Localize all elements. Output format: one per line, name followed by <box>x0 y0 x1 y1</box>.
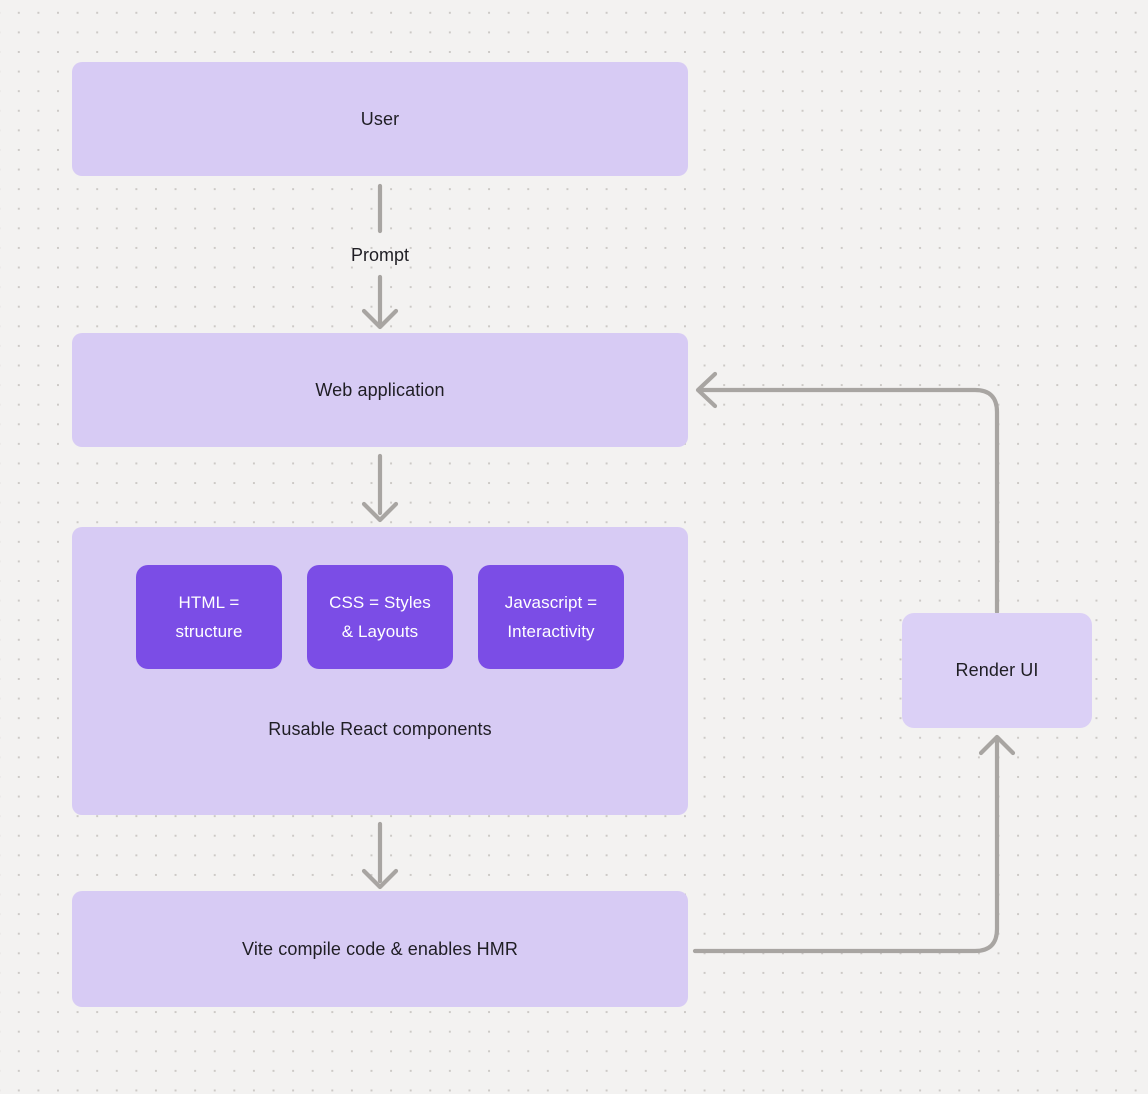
arrowhead-left-icon <box>695 371 718 409</box>
chip-row: HTML = structure CSS = Styles & Layouts … <box>72 565 688 669</box>
edge-render-ui-to-web[interactable] <box>695 371 1000 615</box>
chip-html-label: HTML = structure <box>175 593 243 641</box>
chip-css-label: CSS = Styles & Layouts <box>329 593 431 641</box>
chip-javascript[interactable]: Javascript = Interactivity <box>478 565 624 669</box>
node-web-application[interactable]: Web application <box>72 333 688 447</box>
chip-html[interactable]: HTML = structure <box>136 565 282 669</box>
arrowhead-up-icon <box>978 734 1016 756</box>
edge-web-to-components[interactable] <box>361 453 399 523</box>
node-vite[interactable]: Vite compile code & enables HMR <box>72 891 688 1007</box>
node-user[interactable]: User <box>72 62 688 176</box>
edge-vite-to-render-ui[interactable] <box>692 734 1016 954</box>
node-user-label: User <box>360 108 400 129</box>
edge-label-prompt[interactable]: Prompt <box>350 245 410 265</box>
components-caption: Rusable React components <box>268 719 492 739</box>
arrowhead-down-icon <box>361 501 399 523</box>
arrowhead-down-icon <box>361 868 399 890</box>
chip-css[interactable]: CSS = Styles & Layouts <box>307 565 453 669</box>
edge-components-to-vite[interactable] <box>361 821 399 890</box>
chip-javascript-label: Javascript = Interactivity <box>504 593 598 641</box>
arrowhead-down-icon <box>361 308 399 330</box>
node-vite-label: Vite compile code & enables HMR <box>242 938 518 959</box>
node-components-container[interactable]: HTML = structure CSS = Styles & Layouts … <box>72 527 688 815</box>
node-render-ui[interactable]: Render UI <box>902 613 1092 728</box>
node-render-ui-label: Render UI <box>955 660 1039 680</box>
node-web-application-label: Web application <box>315 379 445 400</box>
